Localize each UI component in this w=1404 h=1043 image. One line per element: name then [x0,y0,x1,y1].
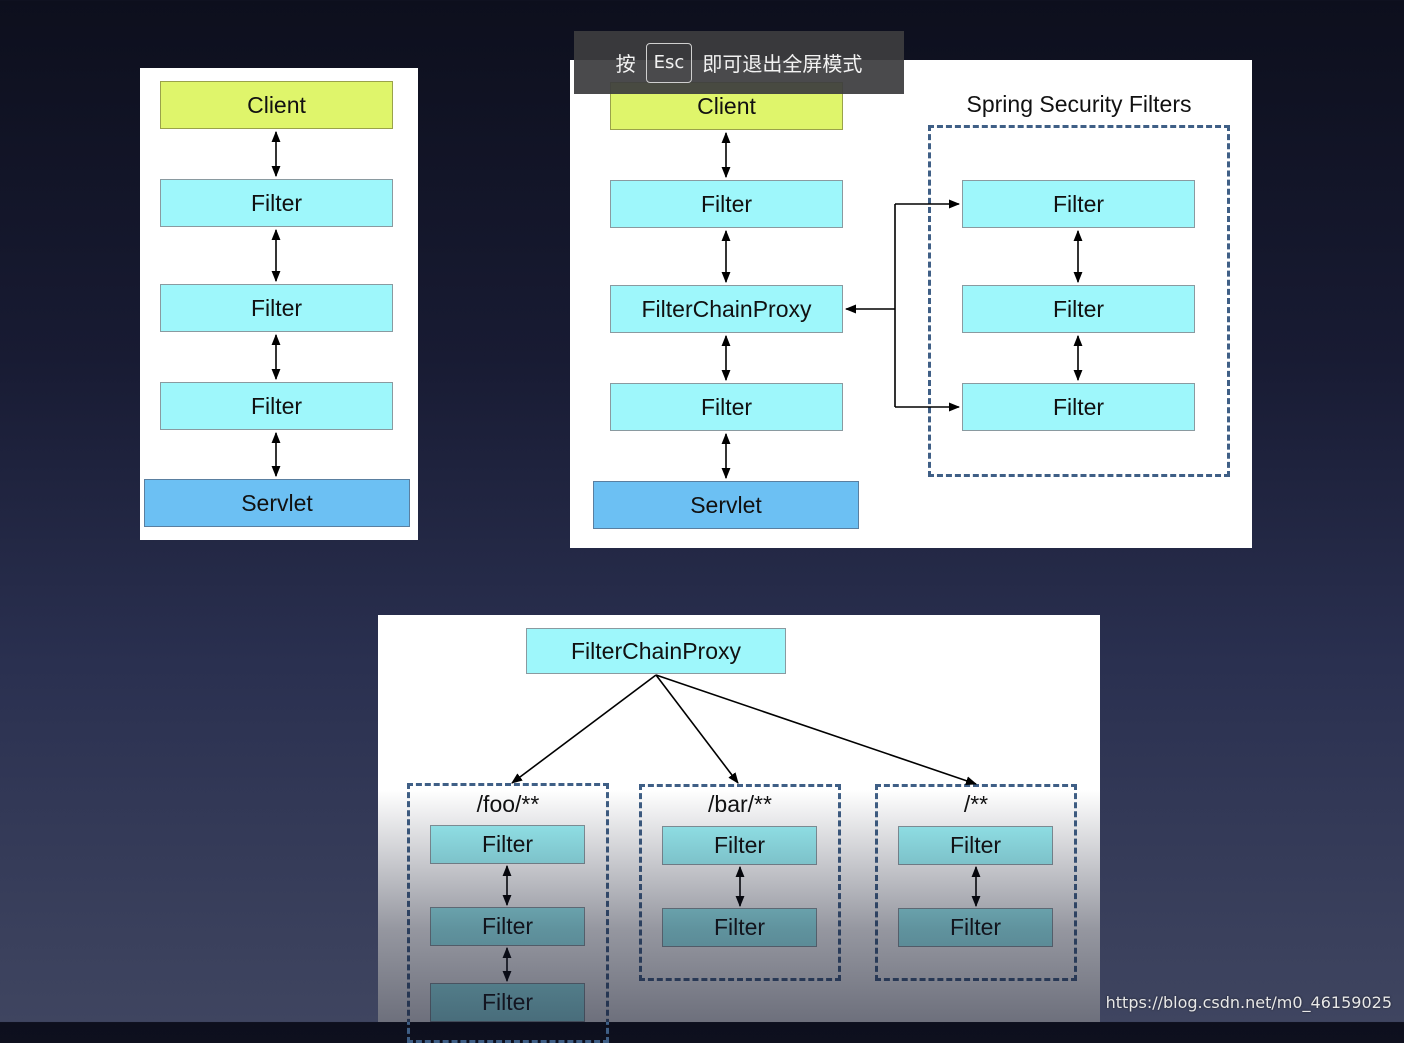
connector-layer [271,130,1083,983]
d1-filter-node-1: Filter [160,179,393,227]
d3-arrow-proxy-foo [511,674,657,784]
d2-filterchainproxy-node: FilterChainProxy [610,285,843,333]
d1-filter-node-2: Filter [160,284,393,332]
d1-servlet-node: Servlet [144,479,410,527]
d1-filter-node-3: Filter [160,382,393,430]
notice-press-text: 按 [615,52,636,76]
d2-security-filter-node-1: Filter [962,180,1195,228]
d3-filterchainproxy-node: FilterChainProxy [526,628,786,674]
d2-filter-node-top: Filter [610,180,843,228]
notice-exit-text: 即可退出全屏模式 [702,52,863,76]
d3-arrow-proxy-bar [655,674,739,784]
d1-client-node: Client [160,81,393,129]
d2-security-filter-node-3: Filter [962,383,1195,431]
d2-filter-node-bottom: Filter [610,383,843,431]
d3-arrow-proxy-default [655,674,978,785]
d2-servlet-node: Servlet [593,481,859,529]
d2-security-group-title: Spring Security Filters [966,91,1192,117]
esc-key-badge[interactable]: Esc [645,42,693,83]
source-watermark: https://blog.csdn.net/m0_46159025 [1105,993,1392,1012]
d2-security-filter-node-2: Filter [962,285,1195,333]
d2-security-filters-group [928,125,1230,477]
fullscreen-exit-notice: 按 Esc 即可退出全屏模式 [574,31,904,94]
